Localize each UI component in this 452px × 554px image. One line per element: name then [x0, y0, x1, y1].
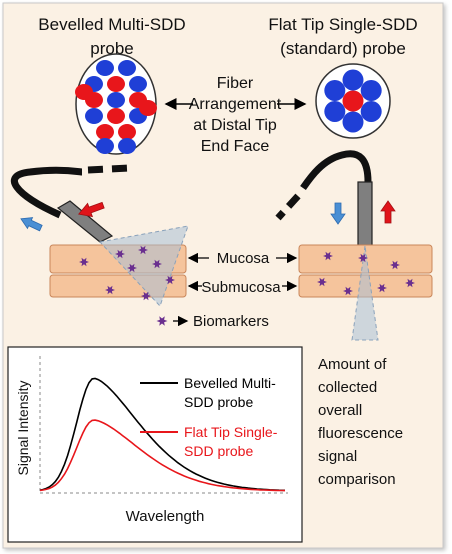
biomarker-legend-star: [156, 316, 168, 326]
biomarker-7: [141, 291, 151, 301]
multi-fiber-0: [96, 60, 114, 76]
left-illumination-cone: [99, 225, 189, 307]
left-probe-cable-dash: [87, 164, 131, 174]
left-blue-arrow: [20, 217, 43, 232]
multi-fiber-8: [85, 108, 103, 124]
series-line-bevelled: [39, 377, 285, 492]
mucosa-label: Mucosa: [217, 250, 270, 267]
chart-y-label: Signal Intensity: [15, 381, 31, 476]
fiber-arrangement-label-line1: Fiber: [217, 75, 254, 92]
single-fiber-2: [324, 101, 346, 122]
biomarker-1: [138, 245, 148, 255]
series-line-flat-tip: [39, 419, 286, 492]
right-probe-shaft: [357, 181, 373, 247]
multi-fiber-14: [118, 138, 136, 154]
biomarker-14: [317, 277, 327, 287]
single-sdd-fiber-face: [315, 63, 391, 139]
biomarker-0: [115, 249, 125, 259]
biomarker-3: [127, 263, 137, 273]
submucosa-label: Submucosa: [201, 279, 281, 296]
single-fiber-3: [342, 111, 364, 133]
right-probe-cable: [300, 150, 372, 191]
biomarker-12: [377, 283, 387, 293]
fiber-arrangement-label-line4: End Face: [201, 138, 270, 155]
left-probe-cable: [10, 166, 83, 219]
legend-flat-tip-line2: SDD probe: [184, 443, 253, 459]
right-probe-title-line1: Flat Tip Single-SDD: [268, 15, 417, 34]
fiber-arrangement-label-line2: Arrangement: [189, 96, 282, 113]
multi-fiber-15: [75, 84, 93, 100]
right-probe-cable-dash: [275, 193, 301, 221]
right-blue-arrow: [330, 202, 346, 225]
left-probe-shaft: [56, 200, 114, 243]
multi-fiber-4: [129, 76, 147, 92]
biomarker-legend-icon: [156, 316, 168, 326]
multi-fiber-11: [96, 124, 114, 140]
chart-frame: [7, 346, 303, 543]
biomarker-9: [358, 253, 368, 263]
biomarkers-group: [79, 245, 415, 301]
caption-line6: comparison: [318, 471, 396, 488]
caption-line2: collected: [318, 379, 377, 396]
biomarker-4: [79, 257, 89, 267]
biomarkers-label: Biomarkers: [193, 313, 269, 330]
chart-x-label: Wavelength: [126, 508, 205, 525]
biomarker-8: [323, 251, 333, 261]
multi-fiber-6: [107, 92, 125, 108]
right-illumination-cone: [351, 245, 379, 341]
legend-bevelled-line1: Bevelled Multi-: [184, 375, 276, 391]
biomarker-10: [390, 260, 400, 270]
biomarker-6: [105, 285, 115, 295]
left-probe-title-line1: Bevelled Multi-SDD: [38, 15, 185, 34]
biomarker-13: [343, 286, 353, 296]
right-probe-title-line2: (standard) probe: [280, 39, 406, 58]
multi-fiber-12: [118, 124, 136, 140]
single-fiber-1: [324, 80, 346, 101]
right-red-arrow: [380, 200, 396, 224]
legend-bevelled-line2: SDD probe: [184, 394, 253, 410]
left-red-arrow: [77, 201, 105, 218]
single-fiber-4: [360, 101, 382, 122]
multi-sdd-fiber-face: [75, 53, 157, 155]
caption-line3: overall: [318, 402, 362, 419]
multi-fiber-3: [107, 76, 125, 92]
single-fiber-5: [360, 80, 382, 101]
multi-fiber-13: [96, 138, 114, 154]
caption-line4: fluorescence: [318, 425, 403, 442]
biomarker-5: [165, 275, 175, 285]
single-fiber-center: [342, 90, 364, 112]
legend-flat-tip-line1: Flat Tip Single-: [184, 424, 278, 440]
left-probe-title-line2: probe: [90, 39, 133, 58]
multi-fiber-1: [118, 60, 136, 76]
caption-line1: Amount of: [318, 356, 387, 373]
fiber-arrangement-label-line3: at Distal Tip: [193, 117, 277, 134]
biomarker-2: [152, 259, 162, 269]
caption-line5: signal: [318, 448, 357, 465]
biomarker-11: [405, 278, 415, 288]
single-fiber-0: [342, 69, 364, 91]
multi-fiber-9: [107, 108, 125, 124]
multi-fiber-16: [139, 100, 157, 116]
